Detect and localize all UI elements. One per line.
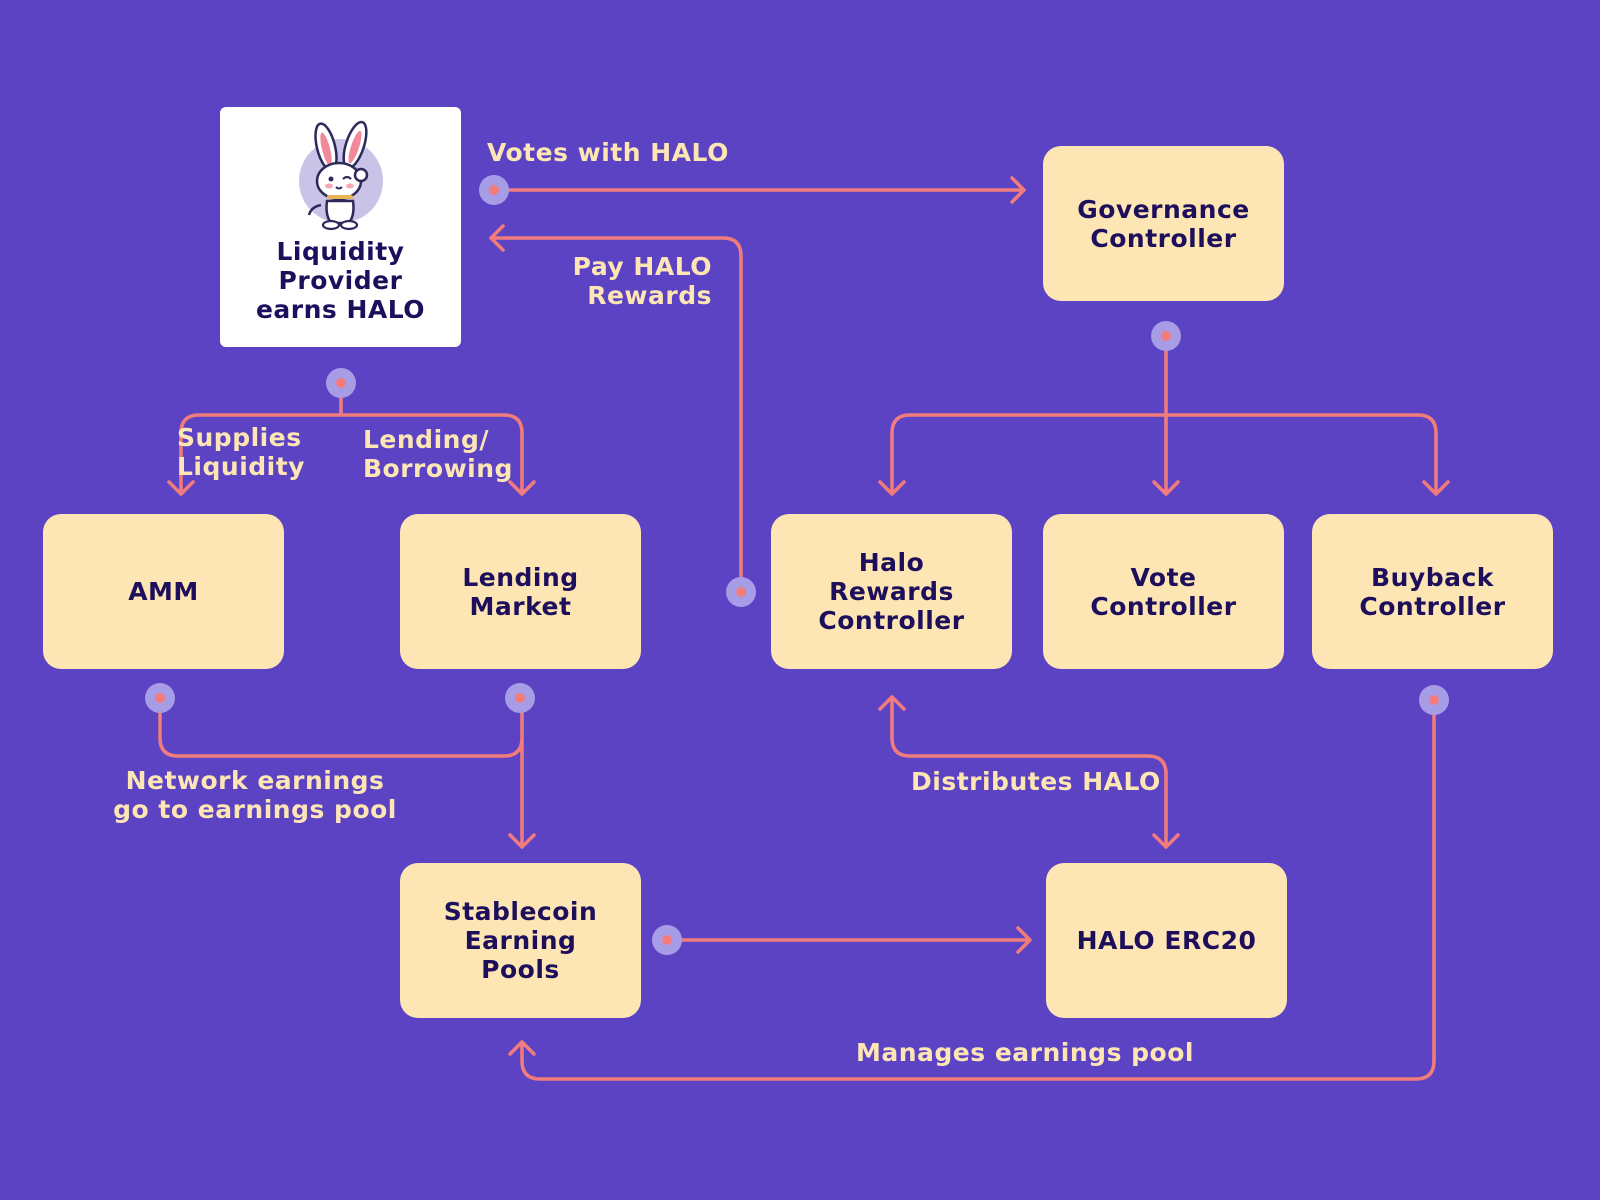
- halo-rewards-controller-label: Halo Rewards Controller: [818, 548, 965, 635]
- amm-node: AMM: [43, 514, 284, 669]
- votes-with-halo-label: Votes with HALO: [487, 138, 729, 167]
- amm-label: AMM: [128, 577, 199, 606]
- network-earnings-label: Network earnings go to earnings pool: [113, 766, 397, 824]
- halo-erc20-label: HALO ERC20: [1076, 926, 1257, 955]
- pay-rewards-arrow: [489, 224, 743, 594]
- vote-controller-label: Vote Controller: [1090, 562, 1237, 621]
- distributes-connector: [878, 695, 1180, 849]
- bunny-mascot-icon: [298, 120, 383, 231]
- vote-controller-node: Vote Controller: [1043, 514, 1284, 669]
- pay-halo-rewards-label: Pay HALO Rewards: [572, 252, 712, 310]
- manages-connector: [508, 698, 1436, 1081]
- lending-borrowing-label: Lending/ Borrowing: [363, 425, 513, 483]
- buyback-controller-label: Buyback Controller: [1359, 562, 1506, 621]
- votes-arrow: [492, 176, 1026, 204]
- provider-split-connector: [167, 381, 536, 496]
- liquidity-provider-label: Liquidity Provider earns HALO: [255, 237, 426, 324]
- supplies-liquidity-label: Supplies Liquidity: [177, 423, 305, 481]
- manages-earnings-pool-label: Manages earnings pool: [856, 1038, 1194, 1067]
- lending-market-node: Lending Market: [400, 514, 641, 669]
- liquidity-provider-node: Liquidity Provider earns HALO: [220, 107, 461, 347]
- governance-fanout-connector: [878, 334, 1450, 496]
- network-earnings-connector: [158, 696, 536, 849]
- earnings-to-erc20-arrow: [665, 926, 1032, 954]
- halo-erc20-node: HALO ERC20: [1046, 863, 1287, 1018]
- stablecoin-earning-pools-node: Stablecoin Earning Pools: [400, 863, 641, 1018]
- governance-controller-label: Governance Controller: [1077, 194, 1250, 253]
- stablecoin-earning-pools-label: Stablecoin Earning Pools: [443, 897, 598, 984]
- distributes-halo-label: Distributes HALO: [911, 767, 1161, 796]
- governance-controller-node: Governance Controller: [1043, 146, 1284, 301]
- lending-market-label: Lending Market: [462, 562, 579, 621]
- halo-rewards-controller-node: Halo Rewards Controller: [771, 514, 1012, 669]
- connector-dots: [145, 175, 1449, 955]
- buyback-controller-node: Buyback Controller: [1312, 514, 1553, 669]
